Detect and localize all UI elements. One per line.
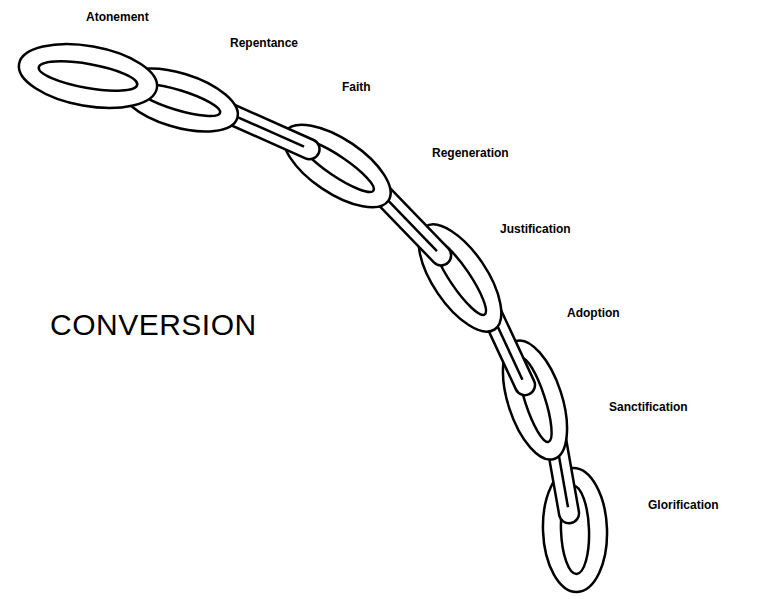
chain-label: Repentance <box>230 36 298 50</box>
chain-label: Regeneration <box>432 146 509 160</box>
chain-label: Glorification <box>648 498 719 512</box>
chain-label: Adoption <box>567 306 620 320</box>
chain-link <box>271 109 404 223</box>
chain-link <box>14 34 162 117</box>
diagram-title: CONVERSION <box>50 308 257 342</box>
chain-label: Justification <box>500 222 571 236</box>
chain-label: Faith <box>342 80 371 94</box>
chain-label: Sanctification <box>609 400 688 414</box>
chain-label: Atonement <box>86 10 149 24</box>
